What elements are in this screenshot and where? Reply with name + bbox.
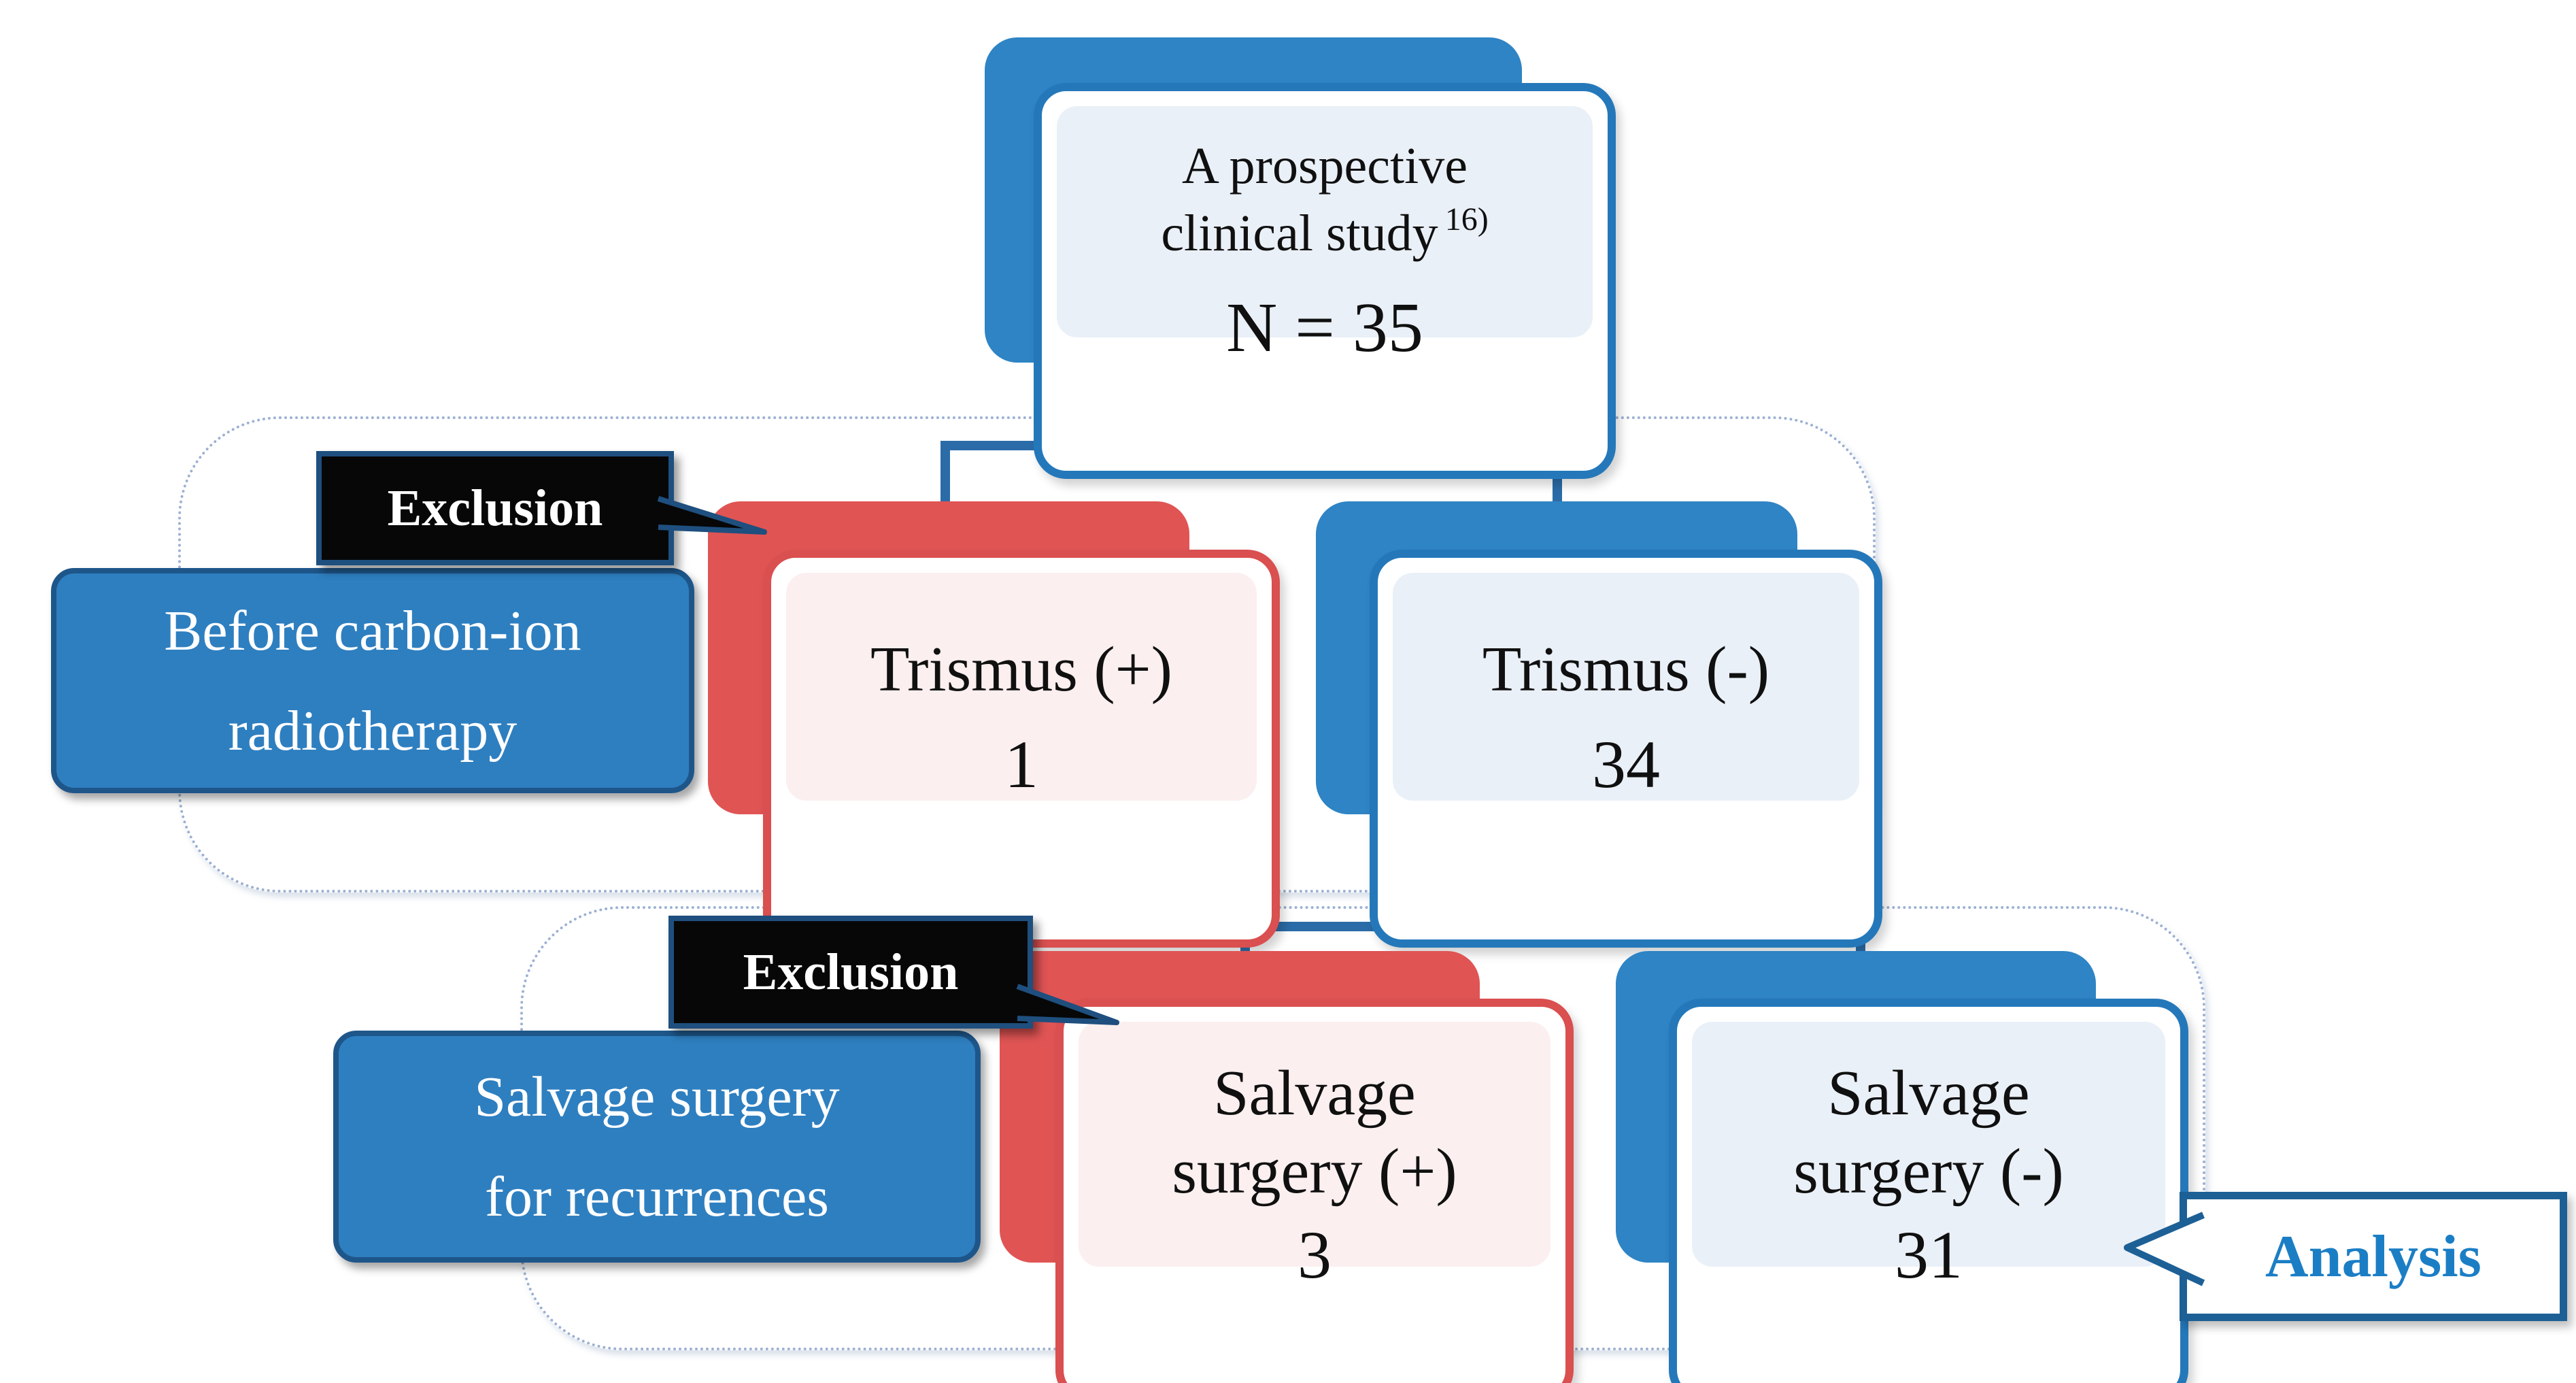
salvage-positive-tint	[1079, 1022, 1550, 1267]
phase-label-line: radiotherapy	[228, 699, 518, 763]
phase-label-line: for recurrences	[485, 1165, 829, 1229]
exclusion-label: Exclusion	[387, 479, 603, 537]
trismus-positive-node: Trismus (+) 1	[763, 550, 1280, 948]
trismus-negative-node: Trismus (-) 34	[1370, 550, 1882, 948]
trismus-positive-label: Trismus (+)	[870, 633, 1172, 705]
exclusion-tail-1	[657, 496, 767, 535]
phase-label-salvage-surgery: Salvage surgery for recurrences	[333, 1031, 981, 1263]
trismus-negative-label: Trismus (-)	[1482, 633, 1770, 705]
salvage-negative-tint	[1692, 1022, 2165, 1267]
salvage-positive-count: 3	[1297, 1216, 1332, 1293]
study-node-tint	[1057, 106, 1593, 337]
analysis-label: Analysis	[2265, 1223, 2481, 1290]
salvage-positive-label: Salvage surgery (+)	[1172, 1058, 1457, 1207]
trismus-positive-tint	[786, 573, 1257, 801]
exclusion-callout-stage1: Exclusion	[316, 451, 674, 565]
trismus-positive-count: 1	[1004, 727, 1038, 803]
phase-label-line: Before carbon-ion	[164, 599, 581, 663]
exclusion-tail-2	[1016, 984, 1119, 1025]
salvage-negative-node: Salvage surgery (-) 31	[1669, 999, 2188, 1383]
phase-label-line: Salvage surgery	[474, 1065, 840, 1129]
salvage-negative-count: 31	[1895, 1216, 1963, 1293]
analysis-tail	[2124, 1212, 2205, 1286]
analysis-callout: Analysis	[2180, 1192, 2567, 1321]
trismus-negative-count: 34	[1591, 727, 1660, 803]
study-node-count: N = 35	[1226, 288, 1423, 367]
exclusion-callout-stage2: Exclusion	[668, 916, 1033, 1029]
reference-superscript: 16)	[1444, 201, 1489, 237]
trismus-negative-tint	[1393, 573, 1859, 801]
salvage-positive-node: Salvage surgery (+) 3	[1055, 999, 1574, 1383]
salvage-negative-label: Salvage surgery (-)	[1793, 1058, 2064, 1207]
exclusion-label: Exclusion	[743, 943, 959, 1001]
phase-label-before-radiotherapy: Before carbon-ion radiotherapy	[51, 568, 694, 793]
